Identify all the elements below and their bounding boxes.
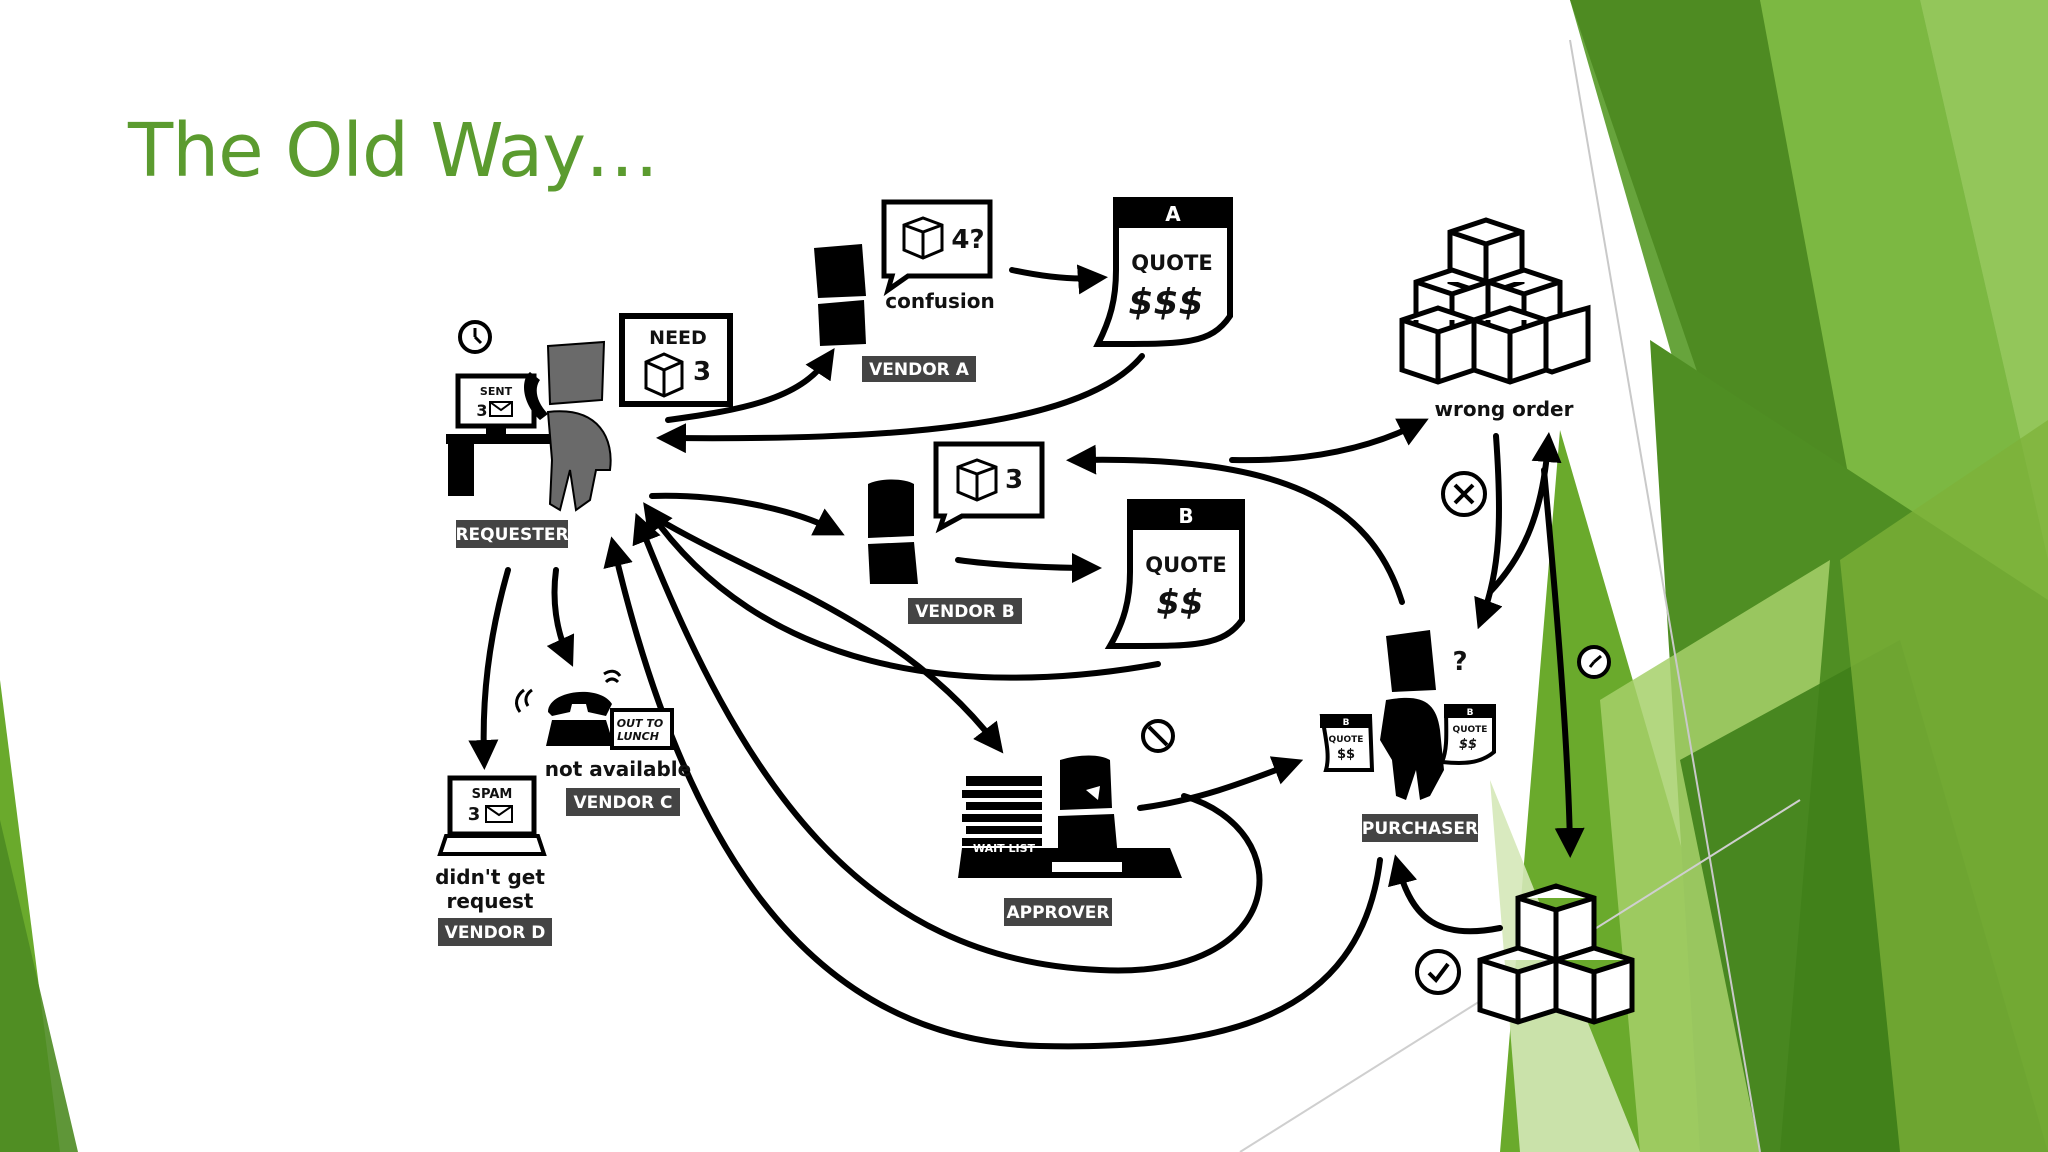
requester: SENT 3 REQUESTER: [446, 320, 612, 548]
vendor-d-screen-line1: SPAM: [472, 787, 513, 802]
arrow-quote-b-to-requester: [643, 502, 1161, 681]
vendor-b-speech-bubble: 3: [933, 441, 1045, 534]
vendor-b: 3 VENDOR B: [868, 441, 1045, 624]
purchaser-right-doc-line2: $$: [1459, 737, 1477, 752]
vendor-c-phone-icon: [546, 691, 614, 746]
vendor-d-label: VENDOR D: [445, 923, 546, 943]
arrow-approver-loop-to-requester: [632, 512, 1263, 974]
requester-screen-line1: SENT: [480, 385, 513, 398]
vendor-c: OUT TO LUNCH not available VENDOR C: [515, 669, 691, 816]
purchaser-left-doc-tab: B: [1343, 718, 1350, 728]
vendor-b-label: VENDOR B: [915, 602, 1015, 622]
quote-b-document: B QUOTE $$: [1104, 499, 1245, 650]
vendor-a-label: VENDOR A: [869, 360, 970, 380]
purchaser-head: [1386, 630, 1436, 692]
slide-title: The Old Way…: [128, 108, 659, 194]
mail-icon: [489, 401, 513, 417]
flow-arrows: [468, 264, 1585, 1050]
approver-figure: [1058, 755, 1118, 860]
vendor-d-caption-line2: request: [446, 889, 533, 913]
vendor-b-body: [868, 542, 918, 584]
purchaser-label: PURCHASER: [1362, 819, 1478, 839]
purchaser-right-doc-line1: QUOTE: [1453, 725, 1488, 735]
quote-b-tab: B: [1178, 504, 1193, 528]
arrow-requester-to-vendor-b: [649, 492, 845, 536]
quote-a-line2: $$$: [1128, 282, 1203, 323]
vendor-b-bubble-text: 3: [1005, 465, 1023, 495]
correct-order-boxes: [1477, 883, 1635, 1025]
arrow-vendor-b-to-quote-b: [955, 552, 1102, 583]
vendor-c-caption: not available: [545, 757, 691, 781]
purchaser-body: [1380, 697, 1444, 800]
purchaser-left-document: B QUOTE $$: [1319, 714, 1375, 772]
wrong-order-boxes: [1399, 217, 1591, 385]
purchaser: ? B QUOTE $$ B QUOTE $$ PURCHASER: [1319, 630, 1496, 842]
arrow-requester-to-vendor-d: [468, 567, 511, 770]
box-icon: [956, 458, 998, 502]
quote-a-tab: A: [1165, 202, 1181, 226]
purchaser-right-document: B QUOTE $$: [1439, 704, 1496, 765]
arrow-down-to-correct-order: [1541, 467, 1585, 858]
arrow-approver-to-purchaser: [1137, 756, 1304, 811]
phone-icon: [524, 372, 548, 420]
arrow-correct-order-to-purchaser: [1388, 854, 1503, 935]
paper-stack: [962, 776, 1042, 846]
requester-head: [546, 340, 606, 406]
arrow-quote-a-to-requester: [656, 353, 1145, 454]
vendor-d: SPAM 3 didn't get request VENDOR D: [435, 775, 552, 946]
vendor-b-head: [868, 479, 914, 538]
approver: WAIT LIST APPROVER: [958, 719, 1182, 926]
laptop-base: [437, 834, 547, 856]
vendor-a-body: [818, 300, 866, 346]
quote-b-line2: $$: [1156, 583, 1203, 623]
x-circle-icon: [1441, 471, 1487, 517]
no-entry-icon: [1141, 719, 1175, 753]
arrow-requester-to-approver: [653, 515, 1004, 754]
vendor-d-caption-line1: didn't get: [435, 865, 545, 889]
arrow-bottom-to-requester: [603, 536, 1383, 1050]
vendor-d-screen-line2: 3: [468, 804, 481, 825]
delay-clock-icon: [1577, 645, 1611, 679]
arrow-requester-to-vendor-a: [665, 348, 835, 423]
box-icon: [644, 352, 684, 398]
wrong-order-caption: wrong order: [1435, 397, 1574, 421]
need-text: NEED: [649, 327, 707, 349]
purchaser-right-doc-tab: B: [1467, 708, 1474, 718]
clock-icon: [458, 320, 492, 354]
purchaser-left-doc-line1: QUOTE: [1329, 735, 1364, 745]
quote-a-line1: QUOTE: [1131, 251, 1212, 275]
vendor-a-head: [814, 244, 866, 298]
requester-screen-line2: 3: [476, 401, 487, 420]
vendor-a: 4? confusion VENDOR A: [814, 199, 995, 382]
vendor-a-bubble-text: 4?: [951, 225, 984, 255]
check-circle-icon: [1415, 949, 1461, 995]
arrow-purchaser-to-vendor-b: [1066, 444, 1405, 605]
requester-label: REQUESTER: [455, 525, 568, 545]
desk: [446, 434, 558, 444]
mail-icon: [485, 805, 513, 823]
vendor-c-sign-line2: LUNCH: [617, 730, 659, 743]
need-count: 3: [693, 357, 711, 387]
vendor-a-speech-bubble: 4?: [881, 199, 993, 297]
vendor-c-label: VENDOR C: [573, 793, 672, 813]
vendor-a-caption: confusion: [885, 289, 995, 313]
quote-a-document: A QUOTE $$$: [1093, 197, 1233, 348]
requester-body: [546, 410, 612, 512]
box-icon: [902, 216, 944, 260]
arrow-purchaser-to-wrong-order: [1229, 418, 1429, 464]
quote-b-line1: QUOTE: [1145, 553, 1226, 577]
arrow-requester-to-vendor-c: [546, 567, 575, 667]
arrow-vendor-a-to-quote-a: [1009, 264, 1108, 295]
purchaser-left-doc-line2: $$: [1337, 747, 1355, 762]
need-bubble: NEED 3: [619, 313, 733, 407]
purchaser-question: ?: [1452, 647, 1467, 677]
out-to-lunch-sign: OUT TO LUNCH: [610, 708, 674, 750]
arrow-wrong-order-to-purchaser: [1474, 433, 1503, 630]
vendor-c-sign-line1: OUT TO: [617, 717, 663, 730]
approver-label: APPROVER: [1006, 903, 1109, 923]
wait-list-text: WAIT LIST: [973, 842, 1036, 855]
